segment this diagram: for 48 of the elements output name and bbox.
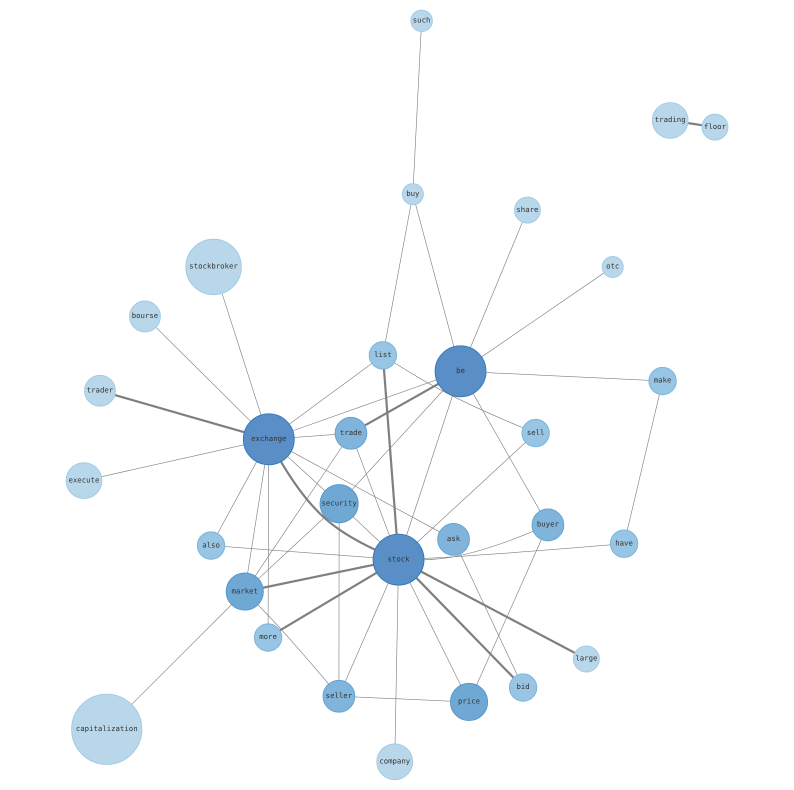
connector [254,446,342,576]
connector [294,434,336,438]
connector [352,390,444,490]
connector [417,442,526,543]
connector [486,372,650,381]
connector [688,122,702,126]
connector [224,546,374,558]
connector [101,444,244,477]
connector [217,461,257,534]
connector [413,31,422,184]
connector [476,539,542,686]
connector [460,554,518,676]
connector [472,393,540,512]
connector [356,448,390,536]
connector [385,204,412,342]
connector [287,456,326,492]
connector [292,380,437,432]
connector [481,272,604,358]
connector [131,604,232,705]
connector [344,582,389,682]
connector [279,572,378,632]
connector [262,564,374,589]
connector [290,451,440,532]
connector [352,516,380,542]
connector [338,522,340,681]
connector [394,584,398,744]
connector [268,464,270,624]
connector [354,696,451,702]
connector [416,577,514,678]
connector [156,327,251,422]
connector [410,582,462,686]
connector [420,570,576,654]
connector [382,368,398,534]
connector [424,531,534,560]
connector [364,382,439,426]
connector [247,464,266,574]
connector [280,461,376,551]
connector [258,516,326,580]
connector [258,604,329,684]
connector [406,395,453,536]
connector [114,394,245,434]
connector [222,293,262,416]
connector [470,222,523,348]
connector [626,394,660,531]
connector [415,204,454,347]
connector [289,363,372,424]
connector [394,362,524,428]
connector [424,544,611,559]
